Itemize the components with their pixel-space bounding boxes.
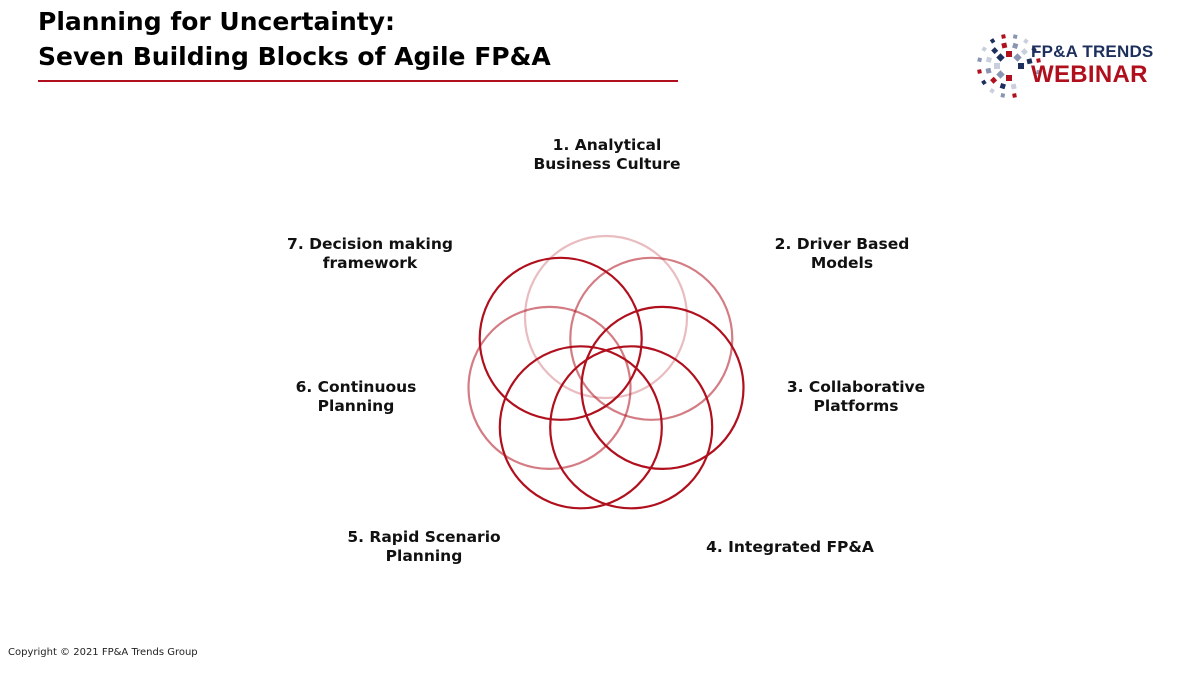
logo-mosaic-tile (990, 76, 998, 84)
logo-mosaic-tile (1001, 42, 1008, 49)
logo-mosaic-tile (1023, 38, 1029, 44)
building-block-label-2: 2. Driver Based Models (774, 235, 910, 272)
building-block-ring-7 (478, 256, 643, 421)
logo-mosaic-tile (981, 46, 987, 52)
logo-mosaic-tile (989, 88, 995, 94)
logo-mosaic-tile (1020, 48, 1028, 56)
title-underline (38, 80, 678, 82)
logo-mosaic-tile (1036, 69, 1041, 75)
logo-mosaic-tile (1006, 51, 1012, 57)
logo-mosaic-tile (1006, 75, 1012, 81)
logo-text-trends: FP&A TRENDS (1031, 42, 1154, 61)
building-block-label-4: 4. Integrated FP&A (706, 538, 874, 556)
building-block-ring-2 (569, 256, 734, 421)
logo-mosaic-tile (1012, 93, 1017, 98)
title-line-1: Planning for Uncertainty: (38, 7, 396, 36)
slide-title: Planning for Uncertainty: Seven Building… (38, 4, 551, 74)
logo-mosaic-tile (977, 69, 982, 74)
logo-mosaic-tile (1001, 34, 1006, 39)
logo-mosaic-tile (1018, 63, 1024, 69)
building-block-ring-5 (498, 345, 663, 510)
building-block-label-1: 1. Analytical Business Culture (533, 136, 681, 173)
building-block-ring-3 (580, 305, 745, 470)
mosaic-circle-logo-icon (977, 34, 1041, 98)
logo-mosaic-tile (991, 47, 999, 55)
logo-text-webinar: WEBINAR (1031, 61, 1148, 88)
logo-mosaic-tile (989, 38, 996, 44)
logo-mosaic-tile (985, 67, 992, 74)
building-block-label-5: 5. Rapid Scenario Planning (347, 528, 501, 565)
building-block-label-7: 7. Decision making framework (287, 235, 453, 272)
fpa-trends-webinar-logo: FP&A TRENDS WEBINAR (975, 28, 1175, 108)
logo-mosaic-tile (994, 63, 1000, 69)
building-block-ring-6 (467, 305, 632, 470)
logo-mosaic-tile (1026, 58, 1033, 65)
logo-mosaic-tile (1010, 83, 1017, 90)
logo-mosaic-tile (999, 82, 1006, 90)
logo-mosaic-tile (1031, 46, 1037, 53)
logo-mosaic-tile (985, 56, 993, 63)
building-block-label-6: 6. Continuous Planning (295, 378, 417, 415)
title-line-2: Seven Building Blocks of Agile FP&A (38, 42, 551, 71)
building-block-ring-4 (549, 345, 714, 510)
building-block-ring-1 (523, 234, 689, 400)
copyright-notice: Copyright © 2021 FP&A Trends Group (8, 647, 198, 658)
logo-mosaic-tile (1036, 58, 1041, 63)
logo-mosaic-tile (1000, 93, 1006, 98)
logo-mosaic-tile (981, 79, 987, 86)
logo-mosaic-tile (1012, 42, 1019, 50)
building-block-label-3: 3. Collaborative Platforms (786, 378, 926, 415)
logo-mosaic-tile (1012, 34, 1018, 39)
logo-mosaic-tile (977, 57, 982, 63)
